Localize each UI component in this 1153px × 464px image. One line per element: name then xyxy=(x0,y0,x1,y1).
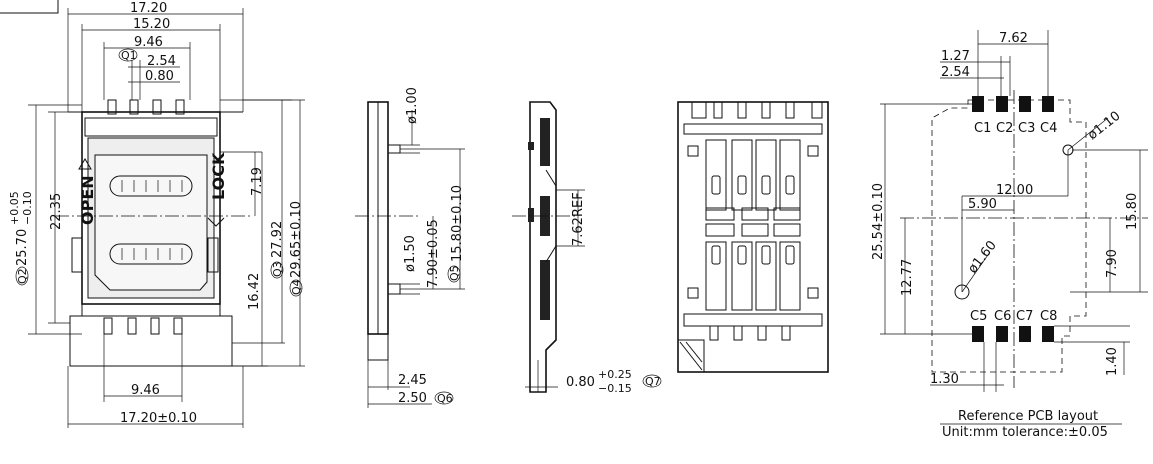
dim-pin-span: 9.46 xyxy=(134,35,163,50)
dim-27-92: 27.92 xyxy=(270,221,285,258)
section-body xyxy=(529,101,557,393)
label-lock: LOCK xyxy=(209,152,228,200)
q2-label: Q2 xyxy=(16,268,29,284)
dim-thickness-minus: −0.15 xyxy=(598,382,632,395)
pcb-dim-2-54: 2.54 xyxy=(941,65,970,80)
q3-label: Q3 xyxy=(271,261,284,277)
dim-7-19: 7.19 xyxy=(250,167,265,196)
pcb-layout: 7.62 1.27 2.54 C1 C2 C3 C4 C5 C6 C7 C8 xyxy=(871,30,1148,440)
dim-22-35: 22.35 xyxy=(49,193,64,230)
front-view: 17.20 15.20 9.46 Q1 2.54 0.80 xyxy=(8,1,305,428)
dim-bottom-pins: 9.46 xyxy=(131,383,160,398)
title-corner-box xyxy=(0,0,59,14)
pad-label-c3: C3 xyxy=(1018,121,1035,136)
dim-15-80: 15.80±0.10 xyxy=(450,185,465,262)
side-view: ø1.00 ø1.50 7.90±0.05 Q5 15.80±0.10 2.45… xyxy=(355,87,465,408)
pcb-outline xyxy=(931,99,1087,373)
pad-label-c8: C8 xyxy=(1040,309,1057,324)
bottom-body-outline xyxy=(677,101,829,373)
dim-16-42: 16.42 xyxy=(247,273,262,310)
dim-thickness-plus: +0.25 xyxy=(598,368,632,381)
section-view: 7.62REF 0.80 +0.25 −0.15 Q7 xyxy=(512,101,662,395)
pcb-dim-12-77: 12.77 xyxy=(900,259,915,296)
dim-bottom-width: 17.20±0.10 xyxy=(120,411,197,426)
pcb-dim-hole-large: ø1.60 xyxy=(965,238,1000,276)
dim-pin-width: 0.80 xyxy=(145,69,174,84)
pad-label-c6: C6 xyxy=(994,309,1011,324)
dim-7-90: 7.90±0.05 xyxy=(426,219,441,288)
q6-label: Q6 xyxy=(437,392,453,405)
pcb-dim-15-80: 15.80 xyxy=(1125,193,1140,230)
pad-label-c2: C2 xyxy=(996,121,1013,136)
q7-label: Q7 xyxy=(645,375,661,388)
pcb-caption-unit: Unit:mm tolerance:±0.05 xyxy=(942,425,1108,440)
pcb-dim-12-00: 12.00 xyxy=(996,183,1033,198)
dim-pitch: 2.54 xyxy=(147,54,176,69)
pcb-dim-7-90: 7.90 xyxy=(1105,249,1120,278)
pcb-dim-1-27: 1.27 xyxy=(941,49,970,64)
dim-2-45: 2.45 xyxy=(398,373,427,388)
pcb-dim-1-30: 1.30 xyxy=(930,372,959,387)
dim-2-50: 2.50 xyxy=(398,391,427,406)
pcb-dim-25-54: 25.54±0.10 xyxy=(871,183,886,260)
q1-label: Q1 xyxy=(121,49,137,62)
pad-label-c4: C4 xyxy=(1040,121,1057,136)
dim-overall-width: 17.20 xyxy=(130,1,167,16)
pad-label-c5: C5 xyxy=(970,309,987,324)
dim-29-65: 29.65±0.10 xyxy=(289,201,304,278)
dim-25-70: 25.70 xyxy=(15,229,30,266)
pad-label-c1: C1 xyxy=(974,121,991,136)
dim-25-70-plus: +0.05 xyxy=(8,191,21,225)
q1-balloon xyxy=(118,48,138,62)
dim-ref: 7.62REF xyxy=(571,192,586,246)
dim-dia-bottom: ø1.50 xyxy=(403,235,418,272)
pcb-caption-title: Reference PCB layout xyxy=(958,409,1098,424)
q5-label: Q5 xyxy=(448,265,461,281)
pcb-dim-7-62: 7.62 xyxy=(999,31,1028,46)
pad-label-c7: C7 xyxy=(1016,309,1033,324)
dim-25-70-minus: −0.10 xyxy=(21,191,34,225)
bottom-view xyxy=(677,101,829,373)
pcb-dim-1-40: 1.40 xyxy=(1105,347,1120,376)
q4-label: Q4 xyxy=(290,279,303,295)
label-open: OPEN xyxy=(78,175,97,225)
dim-dia-top: ø1.00 xyxy=(405,87,420,124)
dim-inner-width: 15.20 xyxy=(133,17,170,32)
dim-thickness: 0.80 xyxy=(566,375,595,390)
pcb-dim-hole-small: ø1.10 xyxy=(1085,109,1123,144)
pcb-dim-5-90: 5.90 xyxy=(968,197,997,212)
